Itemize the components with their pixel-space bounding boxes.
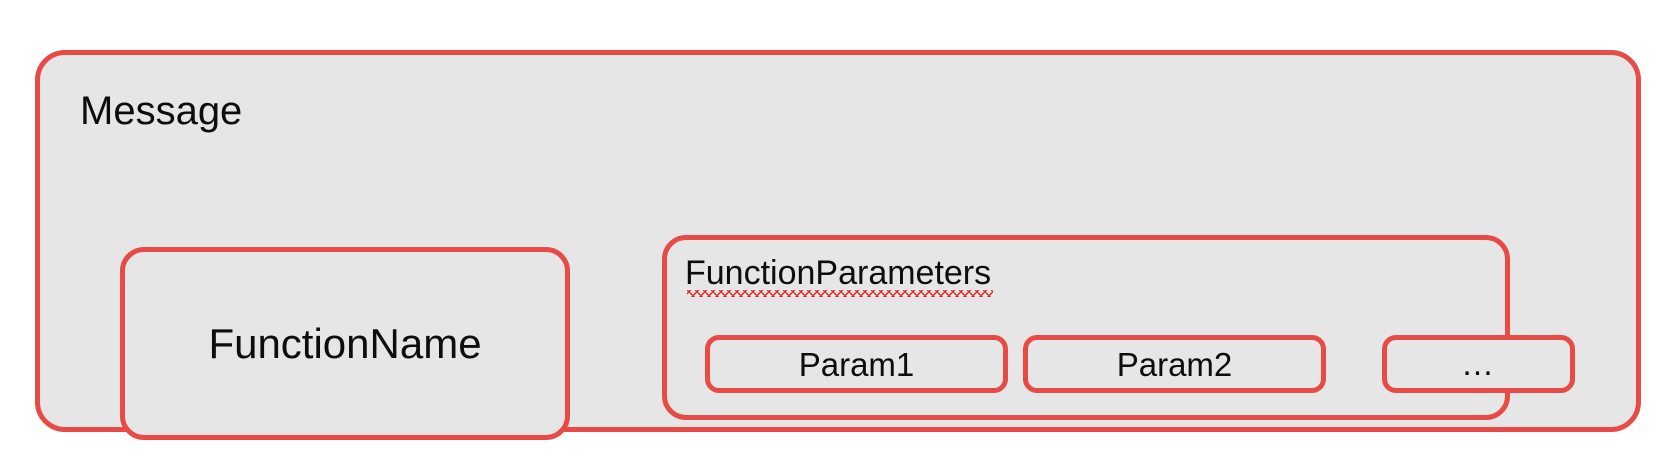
function-parameters-label: FunctionParameters bbox=[685, 254, 994, 297]
param-box: Param1 bbox=[705, 335, 1008, 393]
param-box: Param2 bbox=[1023, 335, 1326, 393]
function-name-box: FunctionName bbox=[120, 247, 570, 440]
function-name-label: FunctionName bbox=[208, 319, 482, 367]
ellipsis-label: … bbox=[1461, 345, 1496, 382]
param-label: Param1 bbox=[798, 345, 915, 383]
param-label: Param2 bbox=[1116, 345, 1233, 383]
message-label: Message bbox=[80, 89, 243, 133]
message-container: Message FunctionName FunctionParameters … bbox=[35, 50, 1641, 440]
param-ellipsis-box: … bbox=[1382, 335, 1575, 393]
